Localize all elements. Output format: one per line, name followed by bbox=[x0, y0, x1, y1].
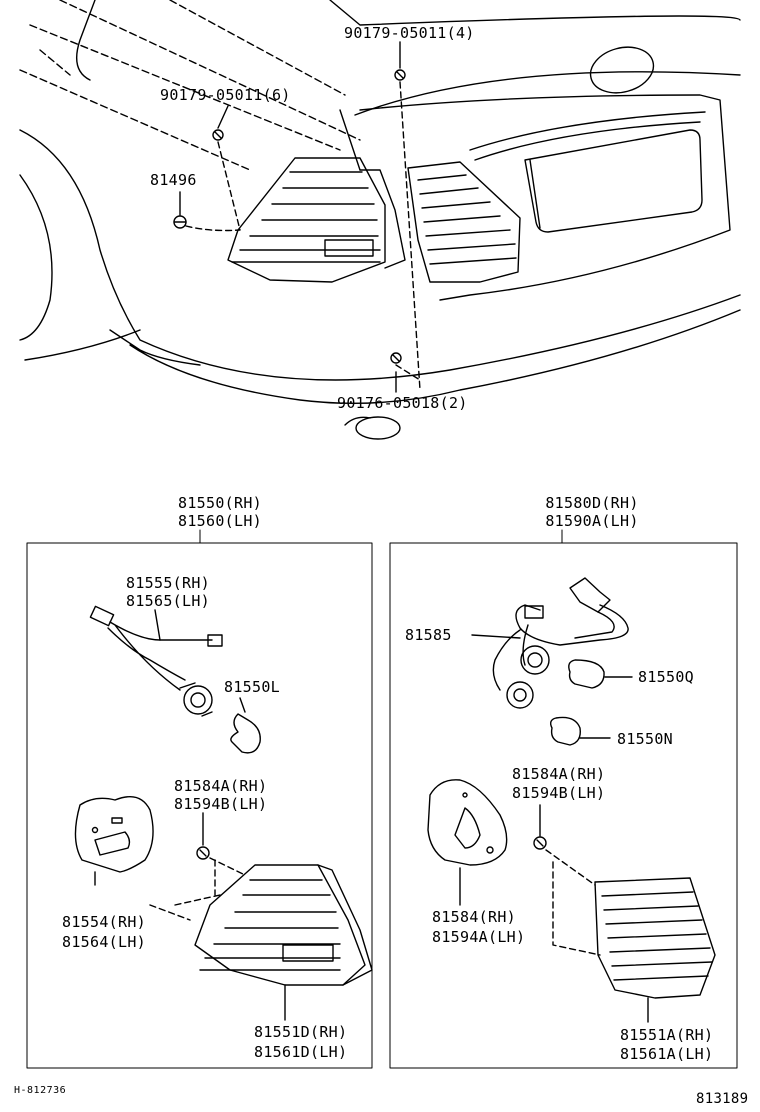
left-assembly-title-rh: 81550(RH) bbox=[178, 494, 262, 512]
tail-lamp-center bbox=[407, 161, 521, 283]
right-assembly-title-lh: 81590A(LH) bbox=[545, 512, 639, 530]
car-rear-view bbox=[19, 0, 741, 440]
right-label-leaders bbox=[459, 634, 649, 1023]
label-grommet: 81496 bbox=[150, 171, 197, 189]
left-nut-lh: 81594B(LH) bbox=[174, 795, 268, 813]
right-nut-lh: 81594B(LH) bbox=[512, 784, 606, 802]
bolt-icon bbox=[390, 352, 402, 364]
license-plate-recess bbox=[524, 129, 703, 233]
left-bulb: 81550L bbox=[224, 678, 280, 696]
nut-icon bbox=[533, 836, 547, 850]
left-assembly-diagram bbox=[26, 529, 373, 1069]
right-assembly-title-rh: 81580D(RH) bbox=[545, 494, 639, 512]
left-lens-lh: 81561D(LH) bbox=[254, 1043, 348, 1061]
trunk-outline bbox=[359, 94, 731, 301]
left-socket-rh: 81555(RH) bbox=[126, 574, 210, 592]
bulb-icon bbox=[230, 713, 261, 754]
tail-lamp-left bbox=[227, 157, 406, 283]
right-nut-rh: 81584A(RH) bbox=[512, 765, 606, 783]
right-assembly-diagram bbox=[389, 529, 738, 1069]
socket-wire-icon bbox=[89, 605, 223, 717]
socket-wire-icon bbox=[492, 577, 629, 709]
right-lens-lh: 81561A(LH) bbox=[620, 1045, 714, 1063]
label-bolt-upper-right: 90179-05011(4) bbox=[344, 24, 475, 42]
label-leaders bbox=[179, 41, 401, 393]
footer-left-code: H-812736 bbox=[14, 1085, 67, 1096]
right-lens-rh: 81551A(RH) bbox=[620, 1026, 714, 1044]
right-bulb-upper: 81550Q bbox=[638, 668, 694, 686]
bolt-icon bbox=[212, 129, 224, 141]
nut-icon bbox=[196, 846, 210, 860]
body-dashed-lines bbox=[19, 0, 361, 171]
right-bulb-lower: 81550N bbox=[617, 730, 673, 748]
left-socket-lh: 81565(LH) bbox=[126, 592, 210, 610]
exhaust-pipe bbox=[344, 416, 371, 426]
left-dashed-leaders bbox=[149, 857, 246, 921]
exhaust-tip bbox=[355, 416, 401, 440]
left-nut-rh: 81584A(RH) bbox=[174, 777, 268, 795]
grommet-icon bbox=[173, 215, 187, 229]
left-label-leaders bbox=[94, 609, 286, 1021]
left-gasket-rh: 81554(RH) bbox=[62, 913, 146, 931]
right-dashed-leaders bbox=[545, 849, 601, 956]
emblem-outline bbox=[589, 46, 655, 94]
lamp-lens-icon bbox=[594, 877, 716, 999]
bulb-icon bbox=[568, 659, 605, 689]
left-lens-rh: 81551D(RH) bbox=[254, 1023, 348, 1041]
car-body-outline bbox=[19, 0, 741, 405]
label-bolt-lower: 90176-05018(2) bbox=[337, 394, 468, 412]
label-bolt-upper-left: 90179-05011(6) bbox=[160, 86, 291, 104]
right-gasket-rh: 81584(RH) bbox=[432, 908, 516, 926]
gasket-icon bbox=[74, 796, 154, 873]
dashed-leaders bbox=[185, 81, 421, 391]
right-assembly-box bbox=[389, 542, 738, 1069]
bolt-icon bbox=[394, 69, 406, 81]
gasket-icon bbox=[427, 779, 508, 866]
footer-right-code: 813189 bbox=[696, 1091, 749, 1107]
right-gasket-lh: 81594A(LH) bbox=[432, 928, 526, 946]
left-assembly-title-lh: 81560(LH) bbox=[178, 512, 262, 530]
lamp-lens-icon bbox=[194, 864, 373, 986]
right-socket: 81585 bbox=[405, 626, 452, 644]
left-gasket-lh: 81564(LH) bbox=[62, 933, 146, 951]
bulb-icon bbox=[549, 716, 581, 746]
